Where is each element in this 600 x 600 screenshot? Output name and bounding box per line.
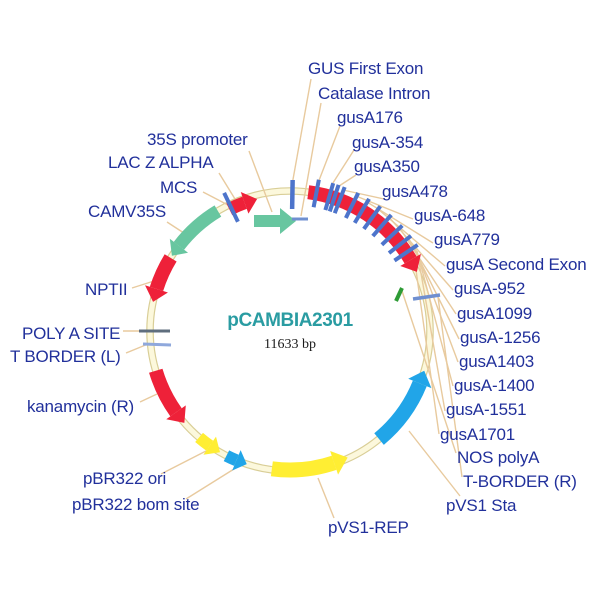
- label-gusa-354: gusA-354: [352, 133, 424, 152]
- leader-catalase-intron: [300, 102, 322, 217]
- lacz-alpha-arrow-head: [240, 191, 258, 214]
- nos-polya-tick: [394, 287, 404, 302]
- label-gusa176: gusA176: [337, 108, 403, 127]
- label-mcs: MCS: [160, 178, 198, 197]
- label-pbr322-bom-site: pBR322 bom site: [72, 495, 200, 514]
- pvs1-sta-arrow-body: [374, 380, 427, 445]
- leader-gusa-1551: [417, 255, 446, 412]
- pvs1-rep-arrow-body: [270, 455, 337, 478]
- leader-35s-promoter: [248, 150, 273, 213]
- gus-site-tick-4: [344, 192, 361, 219]
- gus-first-exon-tick: [289, 179, 295, 210]
- camv35s-arrow-body: [173, 205, 222, 250]
- gus-site-tick-2: [327, 184, 341, 213]
- gus-site-tick-5: [352, 197, 371, 224]
- label-lac-z-alpha: LAC Z ALPHA: [108, 153, 214, 172]
- leader-pbr322-ori: [160, 450, 207, 475]
- label-pvs1-sta: pVS1 Sta: [446, 496, 517, 515]
- leader-t-border-r: [437, 296, 463, 478]
- label-pbr322-ori: pBR322 ori: [83, 469, 167, 488]
- label-nptii: NPTII: [85, 280, 128, 299]
- leader-pvs1-rep: [317, 477, 335, 519]
- label-gusa478: gusA478: [382, 182, 448, 201]
- gus-site-tick-8: [380, 224, 404, 247]
- label-gusa1403: gusA1403: [459, 352, 534, 371]
- leader-gusa1403: [413, 244, 459, 363]
- mcs-tick: [222, 192, 240, 223]
- pbr322-bom-arrow-body: [223, 450, 239, 466]
- leader-gusa1701: [414, 262, 440, 435]
- pvs1-rep-arrow-head: [330, 450, 348, 475]
- t-border-l-tick: [142, 342, 172, 347]
- label-gusa-1256: gusA-1256: [460, 328, 541, 347]
- label-poly-a-site: POLY A SITE: [22, 324, 121, 343]
- label-gusa1701: gusA1701: [440, 425, 515, 444]
- pbr322-ori-arrow-head: [203, 436, 220, 455]
- gus-site-tick-1: [323, 182, 336, 211]
- label-gusa350: gusA350: [354, 157, 420, 176]
- gus-site-tick-6: [362, 205, 382, 231]
- leader-gusa1099: [398, 226, 457, 315]
- pvs1-sta-arrow-head: [408, 370, 432, 389]
- leader-pvs1-sta: [408, 430, 461, 497]
- leader-nos-polya: [401, 290, 457, 454]
- kanamycin-arrow-body: [149, 368, 182, 417]
- label-nos-polya: NOS polyA: [457, 448, 540, 467]
- label-gusa779: gusA779: [434, 230, 500, 249]
- label-35s-promoter: 35S promoter: [147, 130, 248, 149]
- label-t-border-r: T-BORDER (R): [463, 472, 577, 491]
- label-gusa-second-exon: gusA Second Exon: [446, 255, 587, 274]
- gus-site-tick-7: [371, 213, 393, 238]
- label-gusa-648: gusA-648: [414, 206, 486, 225]
- leader-kanamycin-r: [139, 393, 158, 403]
- leader-lac-z-alpha: [218, 172, 236, 200]
- leader-gusa478: [342, 189, 385, 200]
- leader-nptii: [131, 280, 155, 289]
- leader-pbr322-bom-site: [185, 468, 235, 500]
- gus-site-tick-0: [311, 179, 321, 208]
- nptii-arrow-body: [149, 254, 177, 292]
- feature-arcs: [145, 185, 432, 478]
- gus-site-tick-9: [387, 234, 413, 255]
- label-pvs1-rep: pVS1-REP: [328, 518, 409, 537]
- label-kanamycin-r: kanamycin (R): [27, 397, 134, 416]
- label-gusa-1551: gusA-1551: [446, 400, 527, 419]
- plasmid-title: pCAMBIA2301: [227, 310, 353, 331]
- gus-site-tick-10: [393, 243, 419, 263]
- leader-gusa-648: [355, 195, 414, 220]
- label-camv35s: CAMV35S: [88, 202, 166, 221]
- leader-gus-first-exon: [291, 78, 312, 186]
- feature-ticks: [139, 179, 441, 347]
- label-gusa-1400: gusA-1400: [454, 376, 535, 395]
- pbr322-bom-arrow-head: [232, 450, 247, 471]
- t-border-r-tick: [412, 293, 441, 301]
- label-gus-first-exon: GUS First Exon: [308, 59, 424, 78]
- 35s-promoter-arrow: [254, 208, 296, 234]
- leader-gusa176: [317, 125, 341, 184]
- gus-arrow-head: [400, 253, 421, 272]
- gus-arrow-body: [307, 185, 417, 264]
- kanamycin-arrow-head: [166, 405, 186, 423]
- label-t-border-l: T BORDER (L): [10, 347, 121, 366]
- label-gusa-952: gusA-952: [454, 279, 526, 298]
- plasmid-size-label: 11633 bp: [264, 337, 316, 352]
- leader-gusa-354: [330, 149, 355, 187]
- camv35s-arrow-head: [169, 238, 189, 256]
- gus-site-tick-3: [332, 186, 347, 214]
- leader-gusa-1256: [407, 236, 460, 340]
- lacz-alpha-arrow-body: [226, 196, 247, 216]
- label-catalase-intron: Catalase Intron: [318, 84, 431, 103]
- pbr322-ori-arrow-body: [195, 432, 214, 451]
- label-gusa1099: gusA1099: [457, 304, 532, 323]
- nptii-arrow-head: [145, 285, 168, 302]
- leader-mcs: [202, 191, 229, 206]
